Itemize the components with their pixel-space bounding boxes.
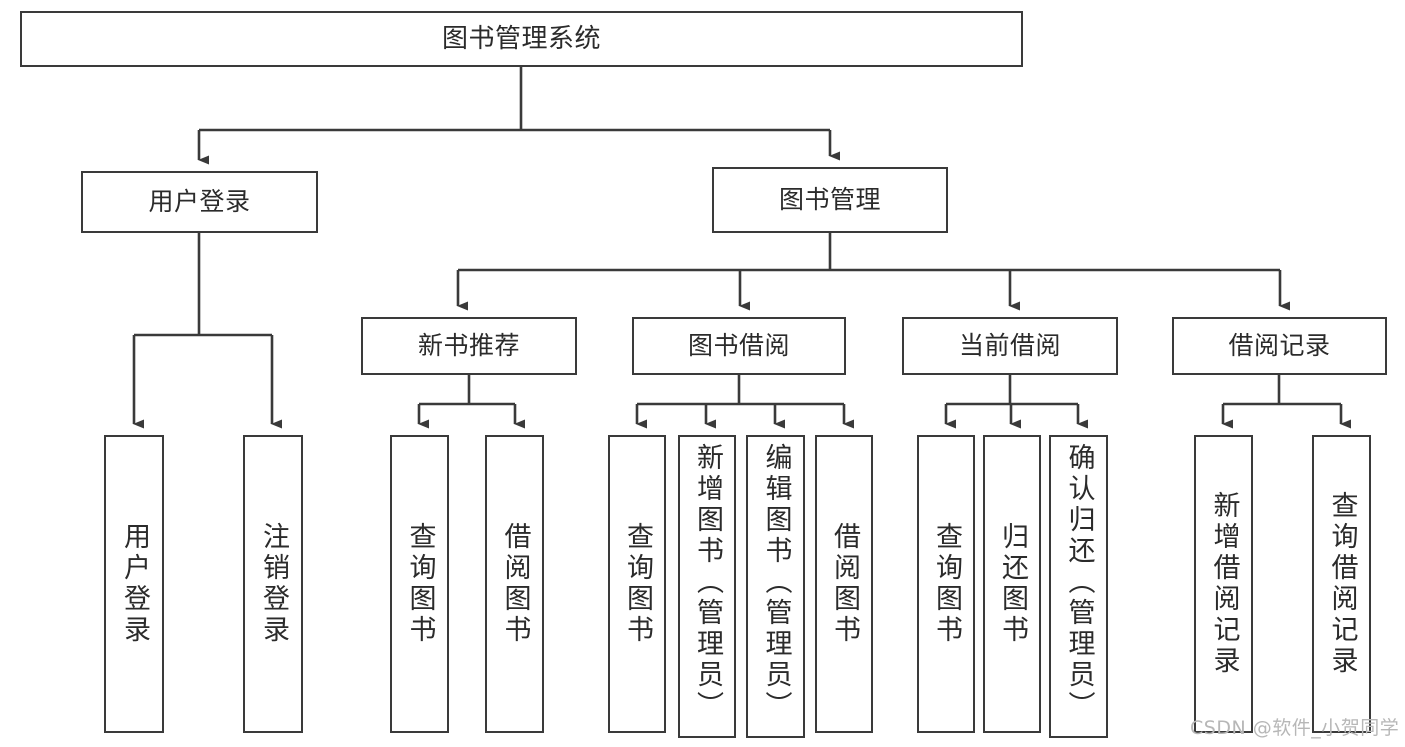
node-new-book-recommend[interactable]: 新书推荐 — [361, 317, 577, 375]
leaf-borrow-book-2[interactable]: 借阅图书 — [815, 435, 873, 733]
leaf-user-login[interactable]: 用户登录 — [104, 435, 164, 733]
leaf-add-book[interactable]: 新增图书（管理员） — [678, 435, 736, 738]
node-book-borrow[interactable]: 图书借阅 — [632, 317, 846, 375]
watermark: CSDN @软件_小贺同学 — [1190, 717, 1400, 739]
node-borrow-record[interactable]: 借阅记录 — [1172, 317, 1387, 375]
leaf-query-book-1[interactable]: 查询图书 — [390, 435, 449, 733]
node-label: 当前借阅 — [958, 331, 1061, 361]
leaf-query-book-3[interactable]: 查询图书 — [917, 435, 975, 733]
node-label: 借阅图书 — [499, 522, 531, 646]
node-label: 图书管理 — [778, 185, 881, 215]
node-label: 新增借阅记录 — [1208, 491, 1240, 677]
leaf-query-book-2[interactable]: 查询图书 — [608, 435, 666, 733]
node-label: 查询图书 — [931, 522, 963, 646]
node-label: 查询图书 — [404, 522, 436, 646]
node-label: 用户登录 — [148, 187, 251, 217]
node-label: 新增图书（管理员） — [692, 443, 724, 722]
node-label: 借阅记录 — [1228, 331, 1331, 361]
leaf-return-book[interactable]: 归还图书 — [983, 435, 1041, 733]
node-label: 图书管理系统 — [441, 23, 601, 54]
node-label: 注销登录 — [258, 522, 290, 646]
node-user-login[interactable]: 用户登录 — [81, 171, 318, 233]
node-book-manage[interactable]: 图书管理 — [712, 167, 948, 233]
node-label: 编辑图书（管理员） — [760, 443, 792, 722]
leaf-borrow-book-1[interactable]: 借阅图书 — [485, 435, 544, 733]
node-label: 新书推荐 — [417, 331, 520, 361]
node-root-system[interactable]: 图书管理系统 — [20, 11, 1023, 67]
leaf-query-record[interactable]: 查询借阅记录 — [1312, 435, 1371, 733]
leaf-confirm-return[interactable]: 确认归还（管理员） — [1049, 435, 1108, 738]
node-label: 归还图书 — [997, 522, 1029, 646]
leaf-add-record[interactable]: 新增借阅记录 — [1194, 435, 1253, 733]
leaf-logout-login[interactable]: 注销登录 — [243, 435, 303, 733]
leaf-edit-book[interactable]: 编辑图书（管理员） — [746, 435, 805, 738]
node-label: 图书借阅 — [687, 331, 790, 361]
node-label: 用户登录 — [119, 522, 151, 646]
node-label: 查询图书 — [622, 522, 654, 646]
node-label: 查询借阅记录 — [1326, 491, 1358, 677]
node-label: 借阅图书 — [829, 522, 861, 646]
node-current-borrow[interactable]: 当前借阅 — [902, 317, 1118, 375]
node-label: 确认归还（管理员） — [1063, 443, 1095, 722]
